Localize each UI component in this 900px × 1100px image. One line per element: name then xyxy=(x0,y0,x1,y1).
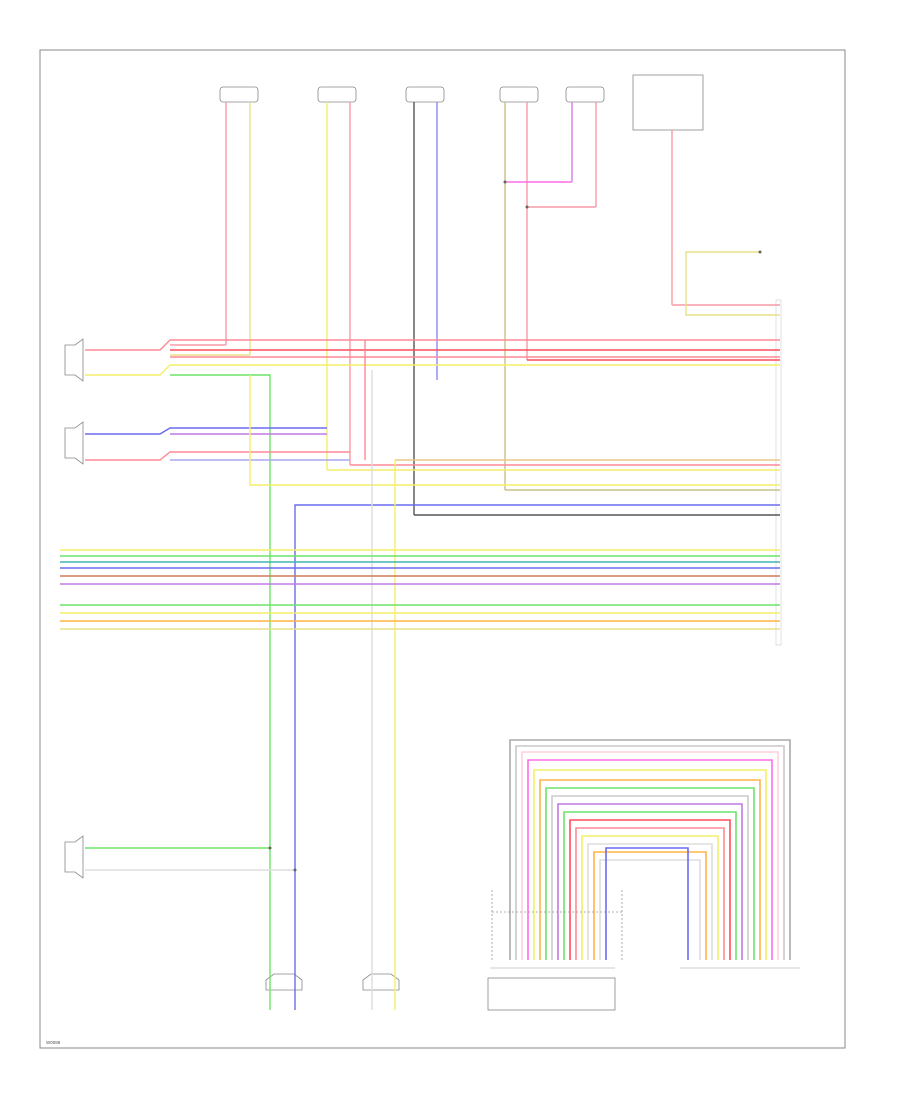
wire-blue-long xyxy=(294,504,780,1010)
speaker-bottom-left xyxy=(265,973,303,991)
top-components xyxy=(219,74,704,1011)
wire-rf6 xyxy=(170,374,271,1010)
speaker-lf-connector xyxy=(317,86,357,103)
wire-u7 xyxy=(545,787,755,960)
wire-u5 xyxy=(533,769,767,960)
wire-rf5 xyxy=(85,364,780,376)
wire-lf1 xyxy=(85,427,327,435)
fuse-box xyxy=(632,74,704,131)
speaker-center-connector xyxy=(405,86,445,103)
wire-u15 xyxy=(593,851,707,960)
fuse-feed xyxy=(672,251,780,316)
wire-u4 xyxy=(527,759,773,960)
speaker-left-front xyxy=(64,421,84,465)
wire-u16 xyxy=(599,859,701,960)
wire-u6 xyxy=(539,779,761,960)
vertical-wires xyxy=(225,102,673,515)
radio-connector xyxy=(487,977,616,1011)
radio-bundle xyxy=(491,739,791,960)
wire-u11 xyxy=(569,819,731,960)
pin-column xyxy=(775,299,782,646)
wire-u14 xyxy=(587,843,713,960)
speaker-right-rear xyxy=(64,835,84,879)
wire-u17 xyxy=(605,847,689,960)
splice-lr-pink xyxy=(525,205,529,209)
lf-bundle xyxy=(85,370,780,1010)
wire-u1 xyxy=(509,739,791,960)
figure-code: W0088 xyxy=(46,1040,61,1045)
amp-pins xyxy=(775,299,782,646)
wire-u12 xyxy=(575,827,725,960)
splice-rrs1 xyxy=(268,846,272,850)
left-speakers xyxy=(64,338,400,991)
splice-ground xyxy=(758,250,762,254)
wire-u3 xyxy=(521,751,779,960)
rr-bundle xyxy=(85,847,295,871)
splice-dots xyxy=(268,180,762,872)
splice-lr-violet xyxy=(503,180,507,184)
wire-u13 xyxy=(581,835,719,960)
speaker-rr-connector xyxy=(565,86,605,103)
wire-rf1 xyxy=(85,339,780,351)
wire-u2 xyxy=(515,745,785,960)
splice-rrs2 xyxy=(293,868,297,872)
wire-u9 xyxy=(557,803,743,960)
speaker-bottom-center xyxy=(362,973,400,991)
mid-bundle xyxy=(60,549,780,630)
diagram-border xyxy=(39,49,846,1049)
wire-lf3 xyxy=(85,451,350,461)
speaker-rf-connector xyxy=(219,86,259,103)
speaker-right-front xyxy=(64,338,84,382)
speaker-lr-connector xyxy=(499,86,539,103)
wire-u8 xyxy=(551,795,749,960)
rf-bundle xyxy=(85,339,780,1010)
rr-splice xyxy=(505,181,596,208)
wire-yellow-long xyxy=(249,375,780,486)
wire-u10 xyxy=(563,811,737,960)
wire-ground-loop xyxy=(685,251,780,316)
